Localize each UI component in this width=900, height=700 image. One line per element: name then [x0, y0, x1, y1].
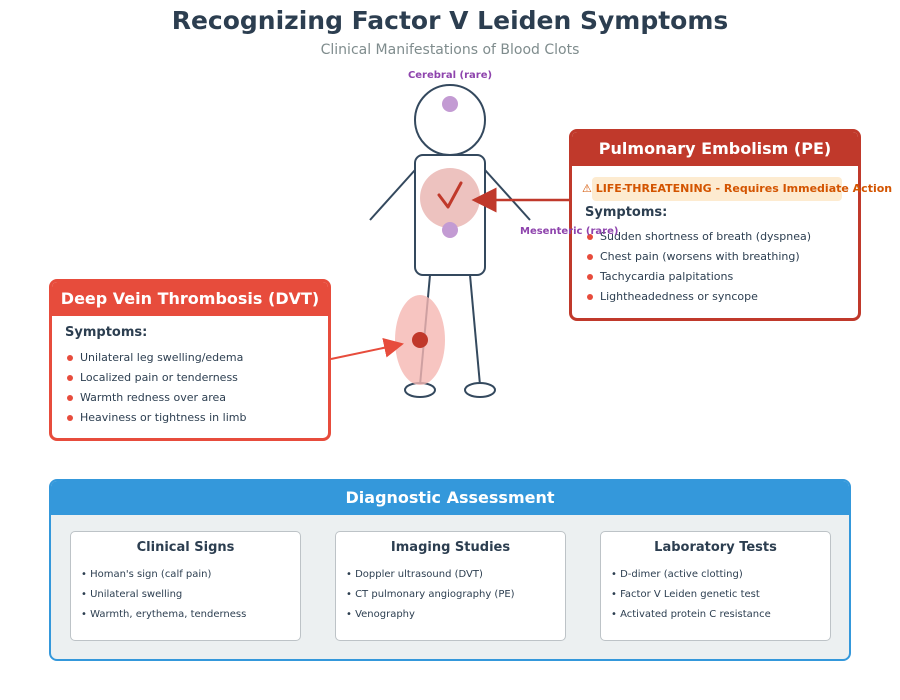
- lung-clot-area: [420, 168, 480, 228]
- leg-clot-marker: [412, 332, 428, 348]
- cerebral-label: Cerebral (rare): [407, 70, 493, 81]
- diagnostic-title: Diagnostic Assessment: [51, 481, 849, 515]
- bullet-icon: [67, 395, 73, 401]
- bullet-icon: [67, 415, 73, 421]
- card-title: Imaging Studies: [390, 540, 511, 555]
- list-item: • Activated protein C resistance: [611, 609, 771, 620]
- figure-right-arm: [484, 169, 531, 221]
- dvt-symptom-list: Unilateral leg swelling/edema Localized …: [65, 348, 328, 428]
- bullet-icon: [587, 294, 593, 300]
- pe-title: Pulmonary Embolism (PE): [572, 132, 858, 166]
- figure-right-leg: [469, 274, 481, 386]
- page-subtitle: Clinical Manifestations of Blood Clots: [320, 42, 580, 58]
- list-item: • D-dimer (active clotting): [611, 569, 743, 580]
- dvt-symptoms-label: Symptoms:: [65, 325, 148, 340]
- page-title: Recognizing Factor V Leiden Symptoms: [171, 6, 729, 35]
- card-list: • Homan's sign (calf pain) • Unilateral …: [81, 565, 300, 625]
- card-list: • Doppler ultrasound (DVT) • CT pulmonar…: [346, 565, 565, 625]
- figure-left-arm: [369, 169, 416, 221]
- pe-symptom-list: Sudden shortness of breath (dyspnea) Che…: [585, 227, 811, 307]
- bullet-icon: [587, 254, 593, 260]
- pe-panel: Pulmonary Embolism (PE) ⚠ LIFE-THREATENI…: [569, 129, 892, 321]
- dvt-title: Deep Vein Thrombosis (DVT): [52, 282, 328, 316]
- cerebral-clot-marker: [442, 96, 458, 112]
- list-item: • Warmth, erythema, tenderness: [81, 609, 247, 620]
- mesenteric-clot-marker: [442, 222, 458, 238]
- mesenteric-label: Mesenteric (rare): [520, 226, 619, 237]
- list-item: Tachycardia palpitations: [585, 267, 811, 287]
- dvt-arrow: [330, 337, 404, 360]
- pe-symptoms-label: Symptoms:: [585, 205, 668, 220]
- card-list: • D-dimer (active clotting) • Factor V L…: [611, 565, 830, 625]
- card-title: Laboratory Tests: [654, 540, 777, 555]
- pe-warning-text: ⚠ LIFE-THREATENING - Requires Immediate …: [582, 182, 893, 195]
- bullet-icon: [587, 234, 593, 240]
- figure-right-foot: [464, 382, 496, 398]
- list-item: Unilateral leg swelling/edema: [65, 348, 328, 368]
- list-item: Heaviness or tightness in limb: [65, 408, 328, 428]
- clinical-signs-card: Clinical Signs • Homan's sign (calf pain…: [70, 531, 301, 641]
- list-item: Chest pain (worsens with breathing): [585, 247, 811, 267]
- bullet-icon: [587, 274, 593, 280]
- list-item: Sudden shortness of breath (dyspnea): [585, 227, 811, 247]
- imaging-studies-card: Imaging Studies • Doppler ultrasound (DV…: [335, 531, 566, 641]
- card-title: Clinical Signs: [136, 540, 235, 555]
- bullet-icon: [67, 355, 73, 361]
- list-item: Lightheadedness or syncope: [585, 287, 811, 307]
- checkmark-icon: [437, 181, 463, 209]
- list-item: • Venography: [346, 609, 415, 620]
- figure-left-foot: [404, 382, 436, 398]
- list-item: • Doppler ultrasound (DVT): [346, 569, 483, 580]
- list-item: • Homan's sign (calf pain): [81, 569, 212, 580]
- list-item: • Factor V Leiden genetic test: [611, 589, 760, 600]
- dvt-panel: Deep Vein Thrombosis (DVT) Symptoms: Uni…: [49, 279, 331, 441]
- laboratory-tests-card: Laboratory Tests • D-dimer (active clott…: [600, 531, 831, 641]
- list-item: • Unilateral swelling: [81, 589, 183, 600]
- diagnostic-panel: Diagnostic Assessment Clinical Signs • H…: [49, 479, 851, 661]
- pe-warning-banner: ⚠ LIFE-THREATENING - Requires Immediate …: [582, 177, 892, 201]
- list-item: Warmth redness over area: [65, 388, 328, 408]
- figure-head: [414, 84, 486, 156]
- list-item: Localized pain or tenderness: [65, 368, 328, 388]
- bullet-icon: [67, 375, 73, 381]
- list-item: • CT pulmonary angiography (PE): [346, 589, 515, 600]
